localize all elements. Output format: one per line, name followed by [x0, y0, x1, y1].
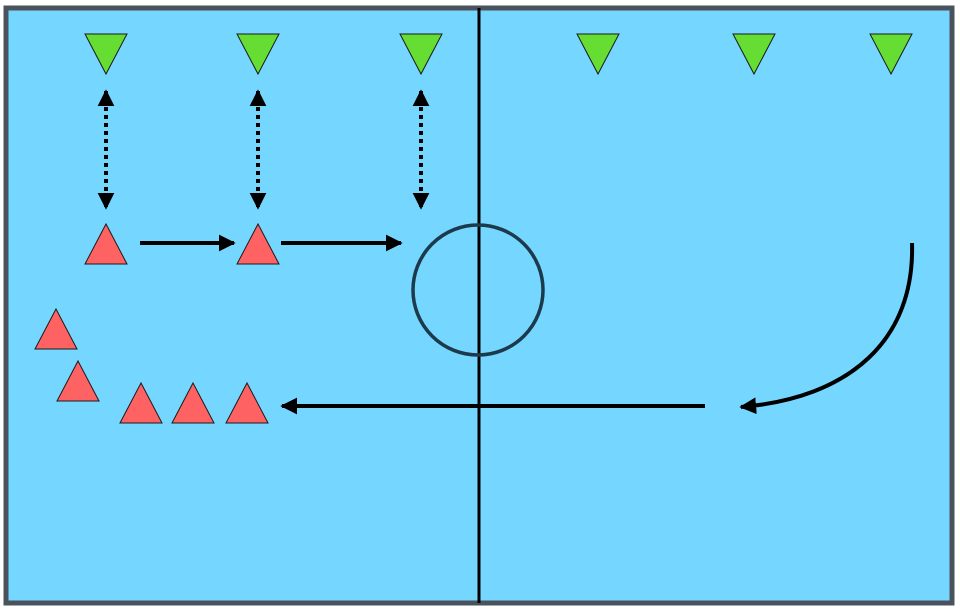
green-player-2 — [236, 33, 280, 76]
red-player-2 — [236, 222, 280, 265]
green-player-6 — [869, 33, 913, 76]
red-player-3 — [34, 307, 78, 350]
solid-arrows — [140, 234, 705, 415]
green-player-5 — [732, 33, 776, 76]
red-player-1 — [84, 222, 128, 265]
dotted-arrows — [97, 89, 430, 210]
green-player-3 — [399, 33, 443, 76]
red-players — [34, 222, 280, 424]
red-player-4 — [56, 359, 100, 402]
green-players — [84, 33, 913, 76]
curved-run-arrow — [739, 242, 915, 415]
green-player-1 — [84, 33, 128, 76]
green-player-4 — [576, 33, 620, 76]
red-player-5 — [119, 381, 163, 424]
center-circle — [411, 223, 545, 357]
red-player-7 — [225, 381, 269, 424]
red-player-6 — [171, 381, 215, 424]
